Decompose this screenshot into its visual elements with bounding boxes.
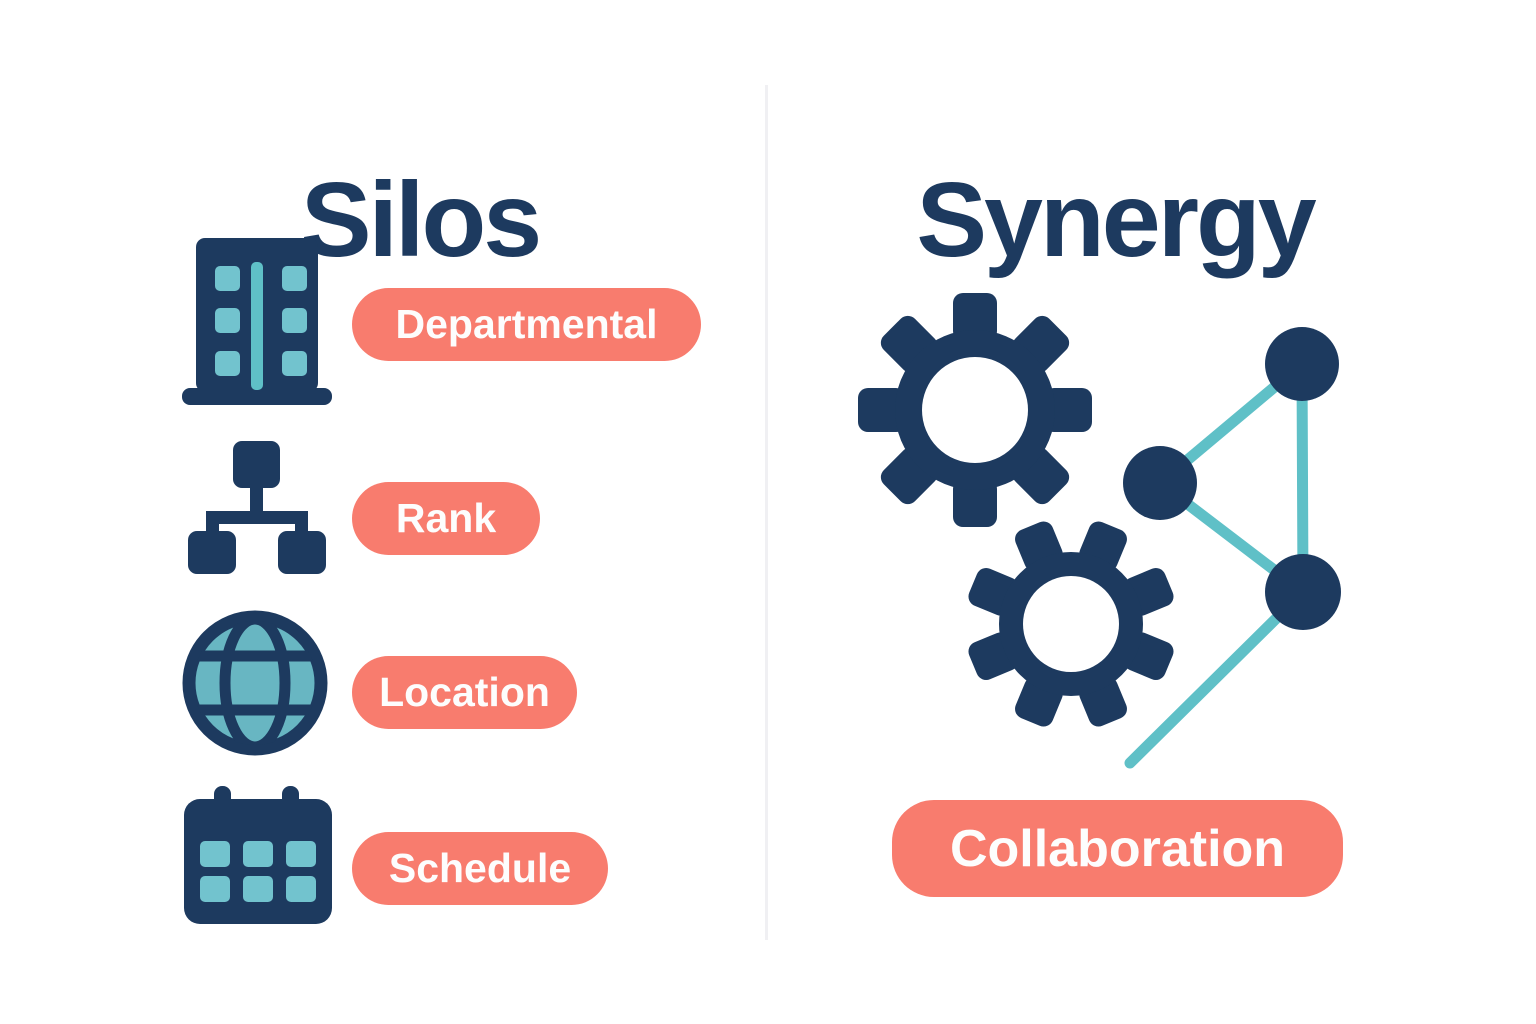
calendar-icon — [184, 786, 332, 924]
departmental-pill: Departmental — [352, 288, 701, 361]
rank-pill: Rank — [352, 482, 540, 555]
gear-small-icon — [968, 521, 1174, 727]
schedule-pill: Schedule — [352, 832, 608, 905]
building-icon — [182, 238, 332, 405]
divider-line — [765, 85, 768, 940]
gear-large-icon — [858, 293, 1092, 527]
org-chart-icon — [188, 441, 326, 574]
globe-icon — [182, 610, 328, 756]
collaboration-pill: Collaboration — [892, 800, 1343, 897]
network-nodes-icon — [1123, 327, 1341, 769]
synergy-title: Synergy — [916, 161, 1316, 280]
silos-title: Silos — [300, 161, 542, 280]
location-pill: Location — [352, 656, 577, 729]
